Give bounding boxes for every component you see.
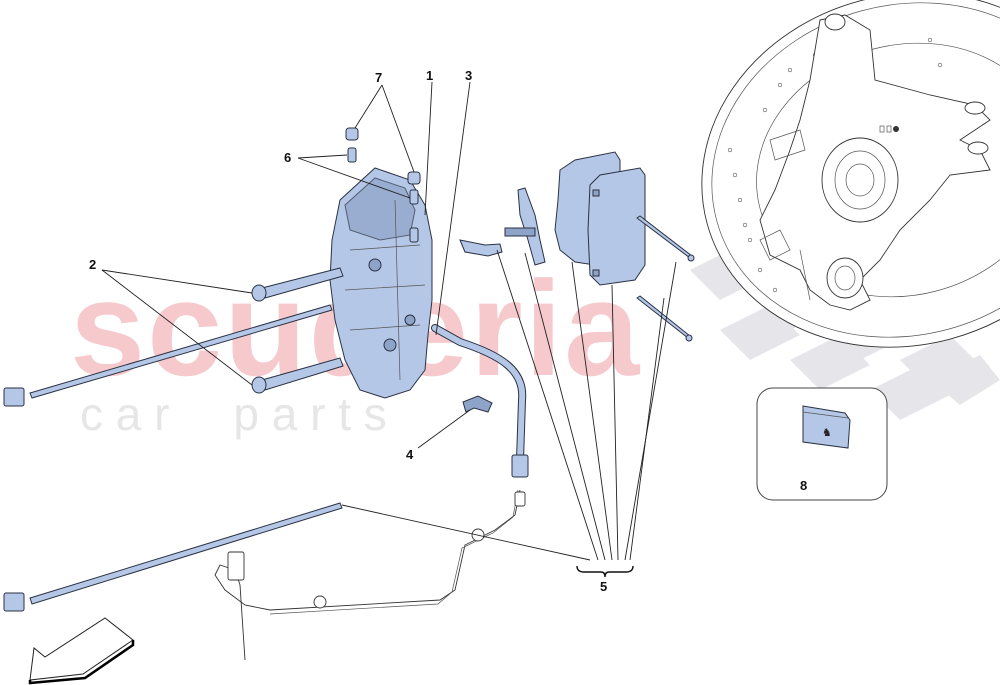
anti-rattle-spring[interactable] (504, 187, 546, 266)
pad-wear-sensor-clip[interactable] (459, 239, 503, 257)
bleed-screw-cap[interactable] (345, 127, 421, 185)
direction-arrow-icon (28, 617, 135, 685)
pad-retaining-pin[interactable] (636, 215, 695, 342)
callout-labels: 7 1 3 6 2 4 5 8 (89, 68, 807, 594)
brake-hose[interactable] (431, 324, 529, 478)
brake-line (214, 489, 526, 661)
callout-3: 3 (465, 68, 472, 83)
watermark-subtitle: c a r p a r t s (80, 388, 387, 440)
callout-6: 6 (284, 150, 291, 165)
leader-lines (101, 81, 821, 561)
callout-8: 8 (800, 478, 807, 493)
callout-7: 7 (375, 70, 382, 85)
callout-1: 1 (426, 68, 433, 83)
brake-disc-and-hub-carrier (701, 0, 1000, 348)
brake-pad-outer[interactable] (587, 167, 646, 286)
bleed-screw[interactable] (347, 147, 419, 243)
hose-clip[interactable] (462, 395, 493, 413)
prancing-horse-icon: ♞ (822, 427, 832, 439)
pad-wear-sensor-lower[interactable] (3, 502, 343, 612)
callout-5: 5 (600, 579, 607, 594)
caliper-bolt-upper[interactable] (251, 267, 344, 302)
caliper-bolt-lower[interactable] (251, 357, 344, 394)
pad-wear-sensor-upper[interactable] (3, 304, 333, 407)
inset-emblem-box: ♞ (756, 387, 888, 501)
callout-2: 2 (89, 257, 96, 272)
callout-4: 4 (406, 447, 414, 462)
callout-5-bracket (576, 565, 634, 578)
